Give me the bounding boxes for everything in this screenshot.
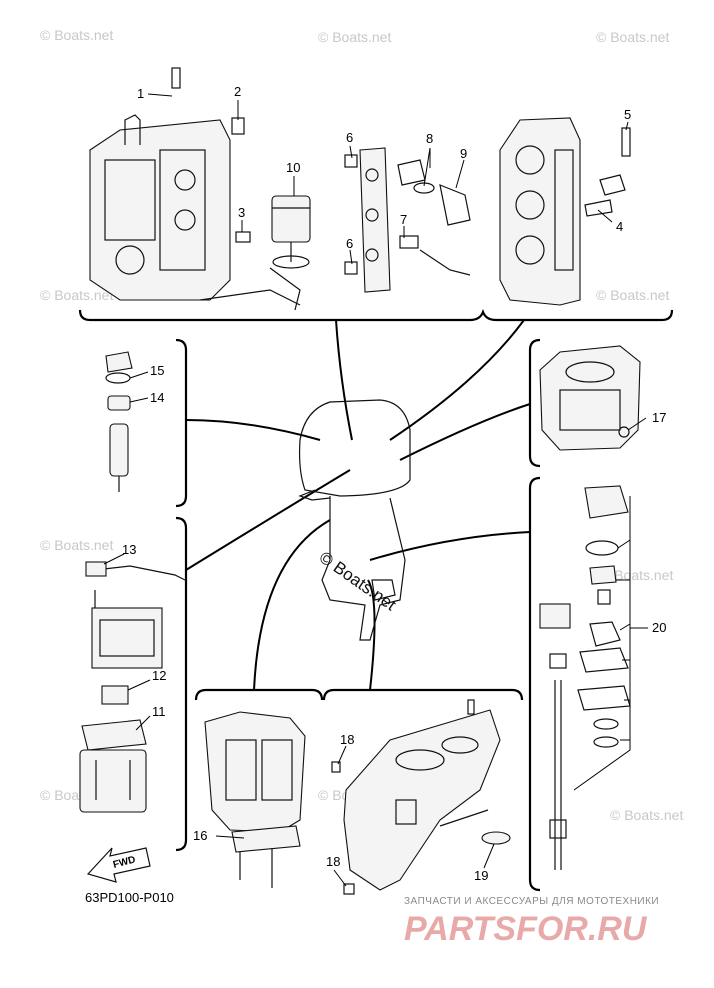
callout-1: 1 xyxy=(137,86,144,101)
watermark: © Boats.net xyxy=(318,29,391,45)
callout-8: 8 xyxy=(426,131,433,146)
connector-lines xyxy=(185,319,531,691)
callout-9: 9 xyxy=(460,146,467,161)
callout-18: 18 xyxy=(340,732,354,747)
watermark: © Boats.net xyxy=(596,287,669,303)
leader-lines xyxy=(103,93,648,887)
callout-20: 20 xyxy=(652,620,666,635)
callout-10: 10 xyxy=(286,160,300,175)
brand-logo: ЗАПЧАСТИ И АКСЕССУАРЫ ДЛЯ МОТОТЕХНИКИ PA… xyxy=(404,896,659,948)
right-upper-frame xyxy=(528,338,541,468)
fuel-pump-assembly xyxy=(79,561,186,813)
callout-19: 19 xyxy=(474,868,488,883)
callout-labels: 1 2 3 4 5 6 6 7 8 9 10 11 12 13 14 15 16… xyxy=(122,84,666,883)
oil-pan-assembly xyxy=(539,345,641,451)
lower-unit-assembly xyxy=(331,699,511,895)
bracket-assembly xyxy=(204,711,306,888)
watermark: © Boats.net xyxy=(596,29,669,45)
oil-filter-assembly xyxy=(269,195,311,311)
right-lower-frame xyxy=(528,476,541,892)
callout-6: 6 xyxy=(346,130,353,145)
callout-5: 5 xyxy=(624,107,631,122)
outboard-silhouette: © Boats.net xyxy=(298,399,411,641)
callout-2: 2 xyxy=(234,84,241,99)
callout-6b: 6 xyxy=(346,236,353,251)
water-pump-assembly xyxy=(539,485,631,870)
bottom-left-frame xyxy=(194,688,324,701)
fuel-filter-assembly xyxy=(105,351,133,492)
left-lower-frame xyxy=(175,516,188,852)
top-frame xyxy=(78,308,674,322)
thermostat-assembly xyxy=(344,147,471,293)
fwd-arrow: FWD xyxy=(86,847,151,883)
cylinder-block-assembly xyxy=(499,117,631,306)
callout-13: 13 xyxy=(122,542,136,557)
callout-7: 7 xyxy=(400,212,407,227)
callout-18b: 18 xyxy=(326,854,340,869)
callout-16: 16 xyxy=(193,828,207,843)
callout-12: 12 xyxy=(152,668,166,683)
bottom-right-frame xyxy=(322,688,524,701)
watermark: © Boats.net xyxy=(40,287,113,303)
callout-14: 14 xyxy=(150,390,164,405)
callout-4: 4 xyxy=(616,219,623,234)
power-head-assembly xyxy=(89,67,301,306)
callout-17: 17 xyxy=(652,410,666,425)
callout-3: 3 xyxy=(238,205,245,220)
callout-15: 15 xyxy=(150,363,164,378)
brand-tagline: ЗАПЧАСТИ И АКСЕССУАРЫ ДЛЯ МОТОТЕХНИКИ xyxy=(404,896,659,907)
brand-name: PARTSFOR.RU xyxy=(404,910,648,948)
watermark: © Boats.net xyxy=(610,807,683,823)
left-upper-frame xyxy=(175,338,188,508)
watermark: © Boats.net xyxy=(40,537,113,553)
watermark: © Boats.net xyxy=(600,567,673,583)
watermark: © Boats.net xyxy=(40,27,113,43)
callout-11: 11 xyxy=(152,704,166,719)
diagram-code: 63PD100-P010 xyxy=(85,890,174,905)
